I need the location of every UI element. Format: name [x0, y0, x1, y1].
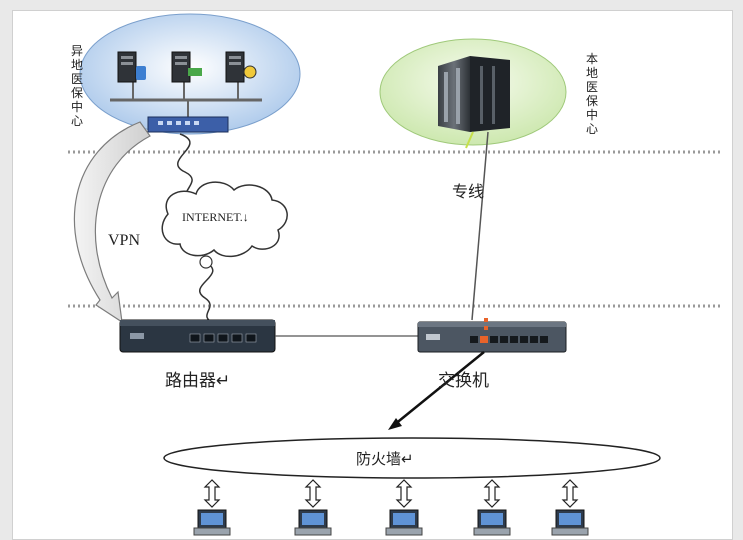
client-pc-icon — [551, 509, 589, 536]
server-icon — [117, 51, 146, 83]
bidirectional-arrow-icon — [203, 479, 221, 508]
bidirectional-arrow-icon — [483, 479, 501, 508]
router-icon — [119, 319, 276, 353]
server-icon — [171, 51, 202, 83]
firewall-label: 防火墙↵ — [356, 450, 414, 468]
internet-downlink-cable — [199, 261, 216, 325]
client-pc-icon — [473, 509, 511, 536]
core-switch-icon — [417, 321, 567, 353]
server-icon — [225, 51, 257, 83]
firewall-ellipse — [163, 437, 661, 479]
server-rack-icon — [438, 56, 510, 132]
remote-switch-icon — [147, 116, 229, 133]
client-pc-icon — [294, 509, 332, 536]
internet-label: INTERNET.↓ — [182, 210, 249, 224]
bidirectional-arrow-icon — [395, 479, 413, 508]
router-label: 路由器↵ — [165, 371, 231, 391]
bidirectional-arrow-icon — [561, 479, 579, 508]
bidirectional-arrow-icon — [304, 479, 322, 508]
client-pc-icon — [193, 509, 231, 536]
internet-cloud — [161, 181, 288, 258]
vpn-label: VPN — [108, 232, 141, 249]
dedicated-line-label: 专线 — [452, 182, 485, 201]
remote-center-label: 异地医保中心 — [70, 44, 83, 128]
local-center-label: 本地医保中心 — [585, 52, 598, 136]
switch-firewall-arrow — [393, 351, 485, 426]
dedicated-line — [471, 131, 489, 321]
switch-label: 交换机 — [438, 371, 489, 391]
client-pc-icon — [385, 509, 423, 536]
